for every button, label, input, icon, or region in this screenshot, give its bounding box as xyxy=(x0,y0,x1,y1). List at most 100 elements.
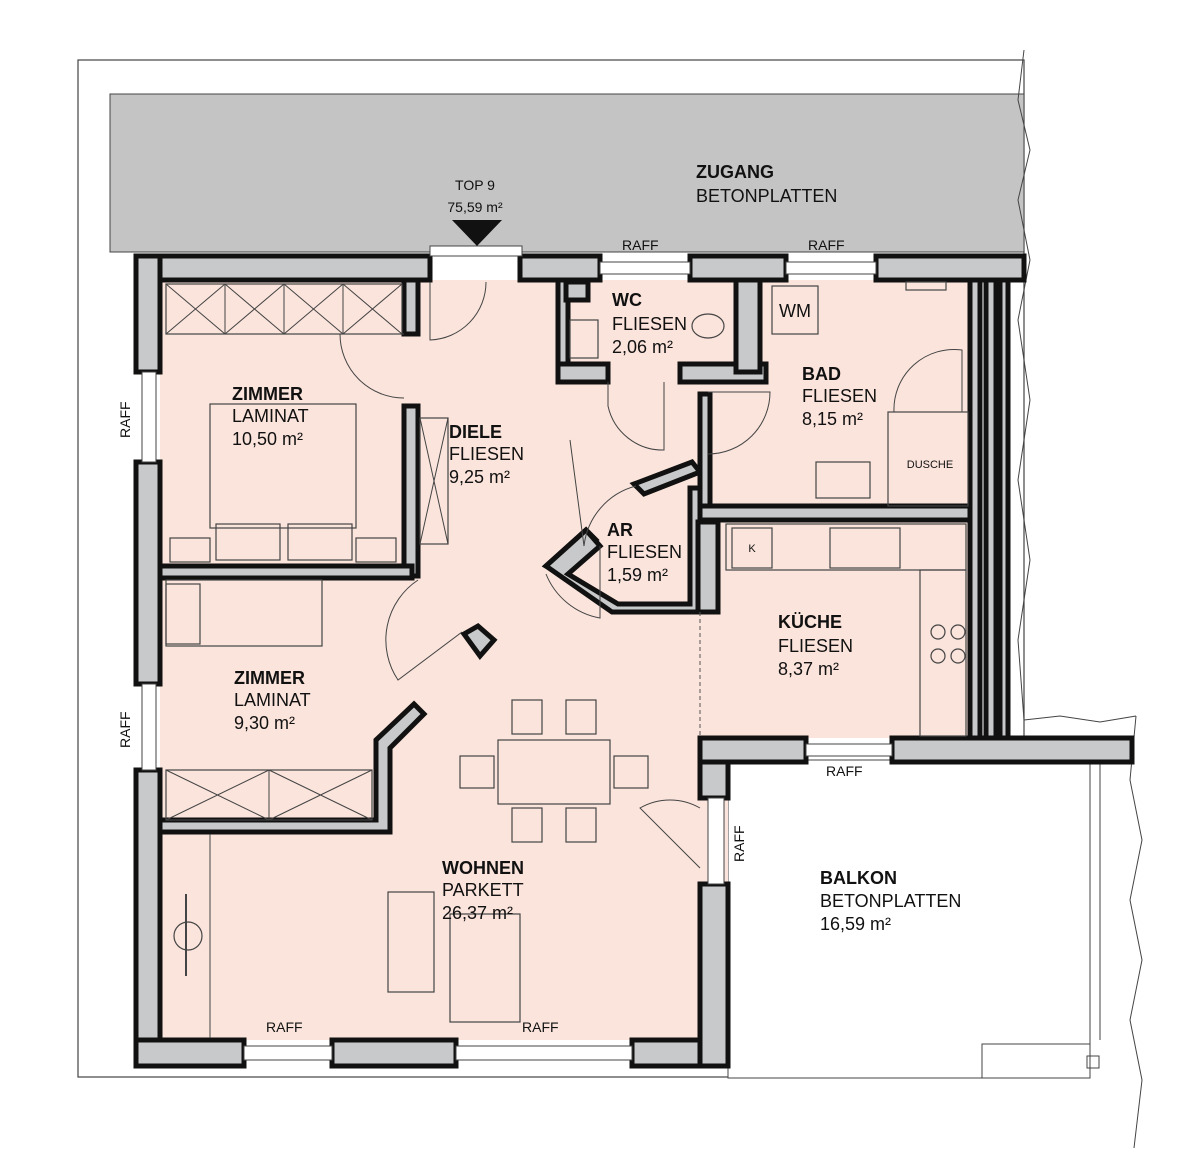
stove-icon xyxy=(930,648,946,664)
wall xyxy=(695,519,721,615)
sofa xyxy=(449,913,521,1023)
top-label: TOP 9 xyxy=(455,177,495,193)
raff-label: RAFF xyxy=(622,237,659,253)
zugang-area xyxy=(109,93,1025,253)
dusche-box xyxy=(887,411,969,507)
window xyxy=(141,371,157,463)
bad-sink xyxy=(815,461,871,499)
stove-icon xyxy=(930,624,946,640)
zimmer2-material: LAMINAT xyxy=(234,690,311,710)
bad-area: 8,15 m² xyxy=(802,409,863,429)
kitchen-counter-side xyxy=(919,569,967,737)
wall xyxy=(541,485,709,615)
balkon-area: 16,59 m² xyxy=(820,914,891,934)
wall xyxy=(401,403,421,579)
toilet-icon xyxy=(691,313,725,339)
balkon-name: BALKON xyxy=(820,868,897,888)
pillow xyxy=(287,523,353,561)
stove-icon xyxy=(950,624,966,640)
balkon-floor xyxy=(727,759,1091,1079)
zimmer1-area: 10,50 m² xyxy=(232,429,303,449)
kueche-name: KÜCHE xyxy=(778,612,842,632)
break-line-horizontal xyxy=(1023,715,1137,723)
break-line-right xyxy=(1129,715,1143,1149)
dining-table xyxy=(497,739,611,805)
raff-label: RAFF xyxy=(117,711,133,748)
wall xyxy=(517,253,603,283)
window xyxy=(243,1045,333,1061)
stove-icon xyxy=(950,648,966,664)
wall xyxy=(697,391,713,509)
wohnen-material: PARKETT xyxy=(442,880,524,900)
door-swing xyxy=(569,439,637,547)
wc-sink xyxy=(569,319,599,359)
wall xyxy=(133,253,163,375)
diele-name: DIELE xyxy=(449,422,502,442)
wall xyxy=(997,277,1011,741)
pillow xyxy=(215,523,281,561)
wall xyxy=(157,700,428,835)
kueche-area: 8,37 m² xyxy=(778,659,839,679)
door-swing xyxy=(639,799,701,869)
diele-material: FLIESEN xyxy=(449,444,524,464)
k-label: K xyxy=(748,543,756,555)
ar-name: AR xyxy=(607,520,633,540)
window xyxy=(599,261,691,275)
nightstand xyxy=(169,537,211,563)
door-swing xyxy=(339,333,405,399)
raff-label: RAFF xyxy=(266,1019,303,1035)
wc-name: WC xyxy=(612,290,642,310)
wall xyxy=(555,361,611,385)
wall xyxy=(133,459,163,687)
balkon-material: BETONPLATTEN xyxy=(820,891,961,911)
raff-label: RAFF xyxy=(117,401,133,438)
wc-material: FLIESEN xyxy=(612,314,687,334)
dusche-label: DUSCHE xyxy=(907,459,953,471)
raff-label: RAFF xyxy=(522,1019,559,1035)
diele-area: 9,25 m² xyxy=(449,467,510,487)
door-swing xyxy=(707,391,771,455)
drain-icon xyxy=(1086,1055,1100,1069)
wall xyxy=(697,881,731,1069)
wall xyxy=(460,622,498,661)
door-swing xyxy=(893,348,963,413)
break-line-top xyxy=(1017,49,1031,721)
zimmer1-name: ZIMMER xyxy=(232,384,303,404)
wohnen-area: 26,37 m² xyxy=(442,903,513,923)
wall xyxy=(329,1037,459,1069)
door-swing xyxy=(429,281,487,341)
window xyxy=(429,245,523,257)
ar-area: 1,59 m² xyxy=(607,565,668,585)
chair xyxy=(511,807,543,843)
wall xyxy=(889,735,1135,765)
kitchen-counter xyxy=(725,523,967,571)
zugang-name: ZUGANG xyxy=(696,162,774,182)
wm-label: WM xyxy=(779,301,811,321)
tv-icon xyxy=(173,921,203,951)
chair xyxy=(511,699,543,735)
wall xyxy=(687,253,789,283)
wardrobe-cross xyxy=(165,283,403,335)
wall xyxy=(697,503,973,523)
coffee-table xyxy=(387,891,435,993)
raff-label: RAFF xyxy=(826,763,863,779)
wardrobe-cross xyxy=(165,769,373,821)
window xyxy=(707,797,725,885)
chair xyxy=(613,755,649,789)
wm-box xyxy=(771,285,819,335)
bed xyxy=(209,403,357,529)
k-box xyxy=(731,527,773,569)
bad-radiator xyxy=(905,281,947,291)
wall xyxy=(133,1037,247,1069)
nightstand xyxy=(355,537,397,563)
window xyxy=(785,261,877,275)
ar-material: FLIESEN xyxy=(607,542,682,562)
chair xyxy=(459,755,495,789)
door-swing xyxy=(545,546,601,619)
kueche-material: FLIESEN xyxy=(778,636,853,656)
door-swing xyxy=(607,382,665,451)
wall xyxy=(733,277,763,375)
window xyxy=(805,743,893,757)
window xyxy=(141,683,157,771)
